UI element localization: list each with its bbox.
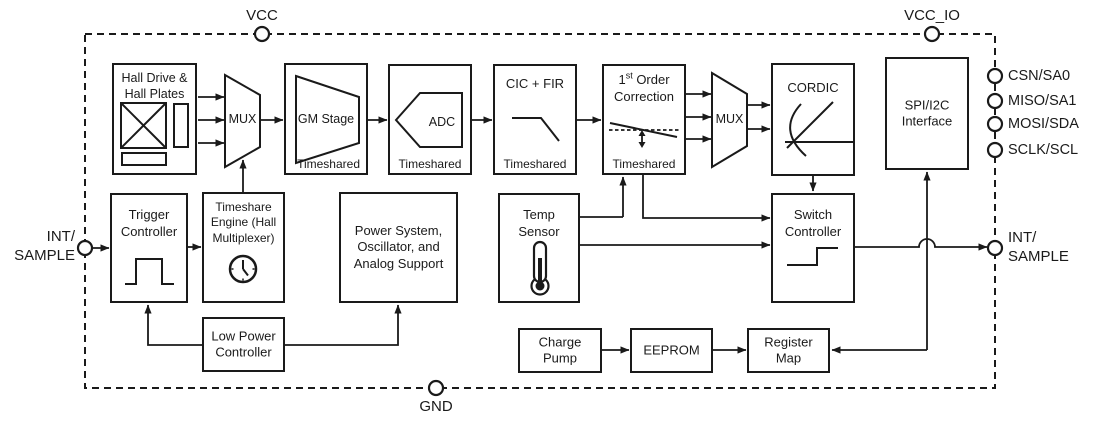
int-sample-left-pin-circle: [76, 239, 94, 257]
cic-timeshared-label: Timeshared: [503, 157, 567, 171]
block-eeprom: EEPROM: [630, 328, 713, 373]
block-temp-sensor: Temp Sensor: [498, 193, 580, 303]
mux1-label: MUX: [228, 112, 257, 126]
miso-sa1-pin-label: MISO/SA1: [1008, 93, 1077, 109]
gnd-pin-label: GND: [419, 398, 453, 415]
timeshare-engine-label: Timeshare Engine (Hall Multiplexer): [210, 200, 277, 245]
vcc-pin-circle: [253, 25, 271, 43]
wire-firstorder-switch: [642, 175, 771, 222]
miso-sa1-pin-circle: [986, 92, 1004, 110]
sclk-scl-pin-label: SCLK/SCL: [1008, 142, 1079, 158]
eeprom-label: EEPROM: [643, 342, 700, 358]
gm-stage-label: GM Stage: [297, 112, 355, 126]
cic-fir-label: CIC + FIR: [505, 76, 565, 91]
block-switch-controller: Switch Controller: [771, 193, 855, 303]
first-order-timeshared-label: Timeshared: [612, 157, 676, 171]
block-power-system: Power System, Oscillator, and Analog Sup…: [339, 192, 458, 303]
cordic-label: CORDIC: [787, 80, 839, 95]
mux2-label: MUX: [715, 112, 744, 126]
switch-controller-label: Switch Controller: [784, 207, 842, 239]
int-sample-right-label: INT/ SAMPLE: [1008, 229, 1069, 265]
hall-drive-label: Hall Drive & Hall Plates: [121, 71, 188, 101]
temp-sensor-label: Temp Sensor: [518, 207, 560, 239]
adc-timeshared-label: Timeshared: [398, 157, 462, 171]
block-first-order-correction: 1st Order Correction Timeshared: [602, 64, 686, 175]
block-spi-i2c-interface: SPI/I2C Interface: [885, 57, 969, 170]
charge-pump-label: Charge Pump: [538, 333, 582, 366]
block-timeshare-engine: Timeshare Engine (Hall Multiplexer): [202, 192, 285, 303]
gnd-pin-circle: [427, 379, 445, 397]
wire-switch-intpin: [855, 238, 988, 251]
block-hall-drive: Hall Drive & Hall Plates: [112, 63, 197, 175]
mosi-sda-pin-label: MOSI/SDA: [1008, 116, 1079, 132]
vcc-io-pin-circle: [923, 25, 941, 43]
sclk-scl-pin-circle: [986, 141, 1004, 159]
block-register-map: Register Map: [747, 328, 830, 373]
block-cordic: CORDIC: [771, 63, 855, 176]
wire-lowpower-trigger: [144, 304, 202, 346]
first-order-label: 1st Order Correction: [614, 70, 674, 104]
gm-timeshared-label: Timeshared: [297, 157, 360, 171]
block-charge-pump: Charge Pump: [518, 328, 602, 373]
register-map-label: Register Map: [764, 333, 813, 366]
mosi-sda-pin-circle: [986, 115, 1004, 133]
block-cic-fir: CIC + FIR Timeshared: [493, 64, 577, 175]
csn-sa0-pin-label: CSN/SA0: [1008, 68, 1071, 84]
block-trigger-controller: Trigger Controller: [110, 193, 188, 303]
csn-sa0-pin-circle: [986, 67, 1004, 85]
power-system-label: Power System, Oscillator, and Analog Sup…: [353, 222, 444, 271]
trigger-controller-label: Trigger Controller: [120, 207, 178, 239]
int-sample-right-pin-circle: [986, 239, 1004, 257]
spi-i2c-label: SPI/I2C Interface: [901, 96, 953, 129]
vcc-io-pin-label: VCC_IO: [904, 7, 960, 24]
block-gm-stage: GM Stage Timeshared: [284, 63, 368, 175]
block-low-power-controller: Low Power Controller: [202, 317, 285, 372]
int-sample-left-label: INT/ SAMPLE: [14, 228, 75, 264]
vcc-pin-label: VCC: [246, 7, 278, 24]
wire-lowpower-power: [285, 304, 402, 346]
low-power-label: Low Power Controller: [211, 327, 276, 360]
adc-label: ADC: [428, 115, 456, 129]
block-adc: ADC Timeshared: [388, 64, 472, 175]
